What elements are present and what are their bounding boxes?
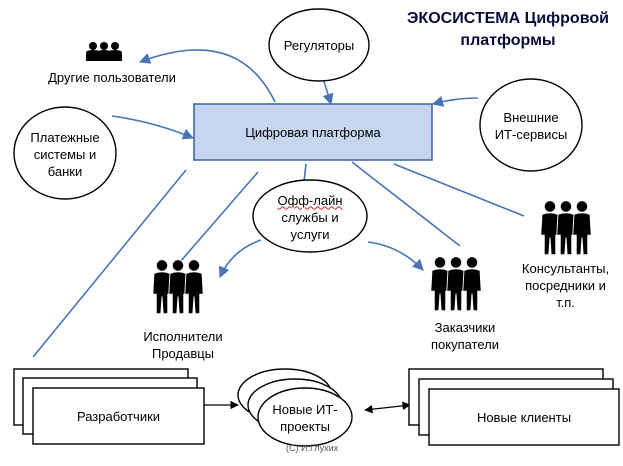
arrow-offline-to-customers (367, 241, 424, 271)
black-connectors (204, 400, 411, 414)
offline-services-label: Офф-лайн службы и услуги (253, 189, 367, 245)
payment-line2: системы и (33, 146, 97, 162)
payment-line3: банки (47, 163, 83, 179)
developers-stack (13, 368, 205, 445)
external-it-ellipse (479, 78, 583, 172)
regulators-ellipse (268, 8, 370, 82)
customers-line2: покупатели (430, 337, 500, 352)
consultants-line1: Консультанты, (521, 260, 610, 276)
arrow-offline-to-performers (218, 239, 262, 279)
line-platform-to-developers (32, 169, 187, 358)
new-it-projects-label: Новые ИТ- проекты (258, 400, 352, 436)
arrow-external-to-platform (431, 95, 479, 107)
other-users-label: Другие пользователи (48, 69, 176, 85)
arrow-projects-clients (364, 401, 411, 414)
offline-services-ellipse (252, 179, 368, 253)
offline-line3: услуги (290, 226, 330, 242)
page-title: ЭКОСИСТЕМА Цифровой платформы (407, 10, 609, 49)
external-it-line2: ИТ-сервисы (494, 127, 568, 142)
customers-line1: Заказчики (434, 320, 496, 335)
line-platform-to-consultants (393, 163, 525, 217)
new-clients-label: Новые клиенты (476, 409, 572, 425)
projects-line2: проекты (280, 419, 330, 434)
payment-systems-ellipse (13, 106, 117, 200)
new-projects-stack (237, 368, 353, 447)
consultants-line2: посредники и (525, 277, 606, 293)
offline-line2: службы и (281, 209, 339, 225)
digital-platform-box (193, 103, 433, 161)
performers-label: Исполнители Продавцы (128, 326, 238, 364)
regulators-label: Регуляторы (283, 37, 355, 53)
people-group-icon (86, 42, 122, 61)
new-clients-stack (408, 368, 620, 446)
consultants-line3: т.п. (556, 294, 575, 310)
offline-line1: Офф-лайн (277, 192, 343, 208)
digital-platform-label: Цифровая платформа (245, 124, 381, 140)
arrow-payments-to-platform (111, 115, 195, 140)
line-platform-to-customers (351, 161, 461, 247)
performers-line1: Исполнители (143, 329, 223, 344)
three-persons-icon-consultants (540, 200, 592, 256)
payment-line1: Платежные (30, 129, 100, 145)
connectors (32, 49, 525, 358)
customers-label: Заказчики покупатели (410, 317, 520, 355)
three-persons-icon-customers (430, 256, 482, 312)
copyright-label: (C) И.Глухих (286, 443, 339, 453)
external-it-label: Внешние ИТ-сервисы (480, 106, 582, 146)
arrow-platform-to-other-users (138, 49, 276, 103)
payment-systems-label: Платежные системы и банки (14, 126, 116, 182)
performers-line2: Продавцы (151, 346, 215, 361)
consultants-label: Консультанты, посредники и т.п. (508, 257, 623, 313)
projects-line1: Новые ИТ- (272, 402, 338, 417)
developers-label: Разработчики (76, 408, 161, 424)
external-it-line1: Внешние (503, 110, 559, 125)
line-platform-to-performers (179, 171, 259, 263)
three-persons-icon-performers (152, 259, 204, 315)
